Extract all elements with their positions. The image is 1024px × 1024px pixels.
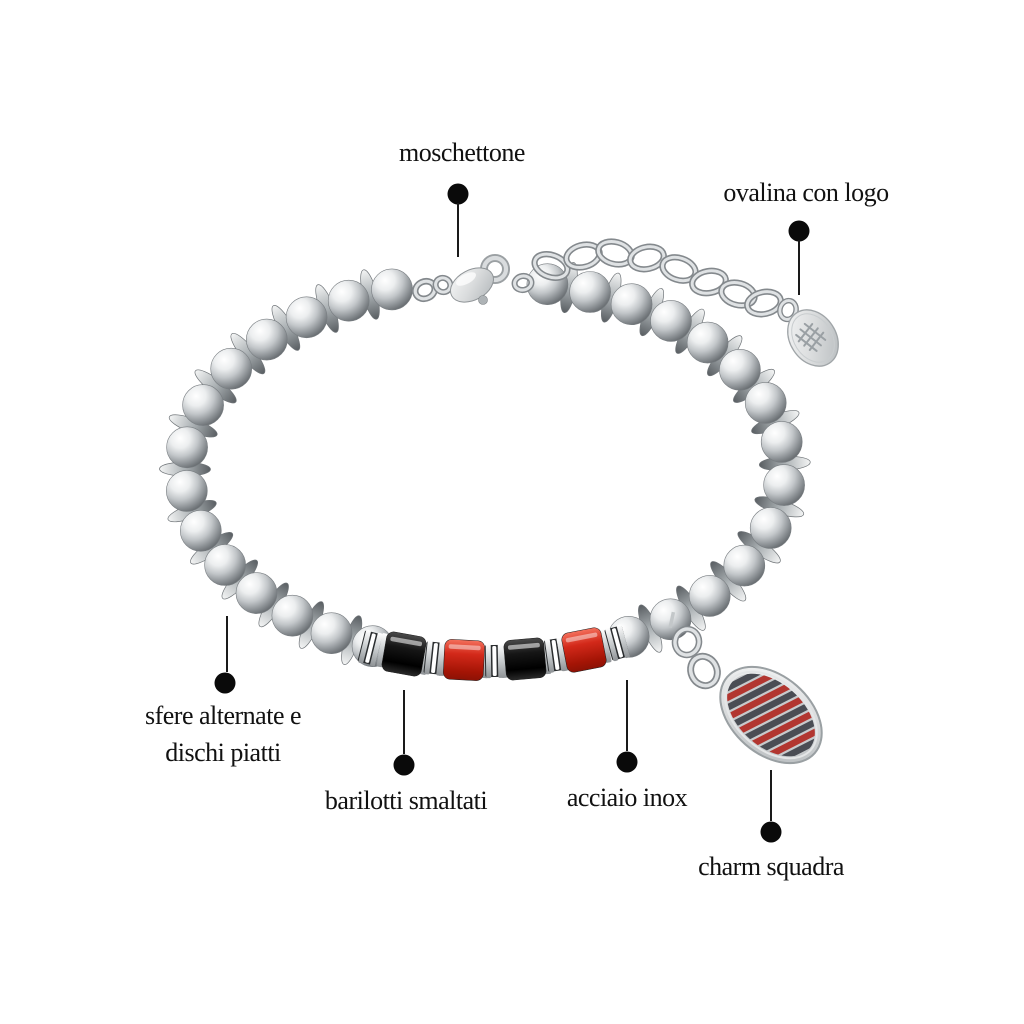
annotation-dot-moschettone bbox=[447, 183, 469, 205]
annotation-dot-charm bbox=[760, 821, 782, 843]
annotation-label-sfere-line1: sfere alternate e bbox=[144, 701, 302, 730]
steel-bead bbox=[235, 572, 278, 614]
clasp-body bbox=[450, 267, 494, 303]
steel-bead bbox=[526, 263, 569, 306]
annotation-leader-charm bbox=[770, 770, 772, 821]
steel-bead bbox=[166, 470, 208, 512]
steel-bead bbox=[760, 421, 803, 463]
steel-bead bbox=[371, 268, 413, 311]
annotation-leader-sfere bbox=[226, 616, 228, 672]
steel-bead bbox=[686, 321, 729, 364]
logo-tag bbox=[777, 297, 839, 367]
steel-bead bbox=[166, 426, 208, 469]
steel-bead bbox=[688, 575, 731, 617]
annotation-leader-barilotti bbox=[403, 690, 405, 754]
annotation-dot-sfere bbox=[214, 672, 236, 694]
clasp-lever bbox=[478, 295, 488, 305]
annotation-label-charm: charm squadra bbox=[698, 852, 844, 881]
enamel-barrels bbox=[357, 624, 630, 681]
annotation-label-sfere-line2: dischi piatti bbox=[165, 738, 281, 767]
enamel-barrel-black bbox=[498, 637, 552, 681]
annotation-label-moschettone: moschettone bbox=[399, 138, 525, 167]
steel-bead bbox=[719, 348, 761, 391]
steel-bead bbox=[180, 509, 222, 552]
steel-bead bbox=[610, 283, 653, 326]
steel-bead bbox=[744, 382, 787, 424]
steel-bead bbox=[310, 612, 353, 655]
steel-spacer-ring bbox=[604, 624, 630, 662]
steel-bead bbox=[723, 544, 766, 587]
extension-chain bbox=[531, 238, 784, 318]
steel-bead bbox=[285, 296, 328, 339]
enamel-barrel-red bbox=[438, 639, 490, 681]
bead-strand bbox=[159, 262, 811, 668]
steel-bead bbox=[749, 507, 792, 549]
steel-bead bbox=[245, 318, 288, 361]
enamel-barrel-red bbox=[556, 627, 612, 673]
annotation-leader-acciaio bbox=[626, 680, 628, 751]
annotation-label-acciaio: acciaio inox bbox=[566, 783, 688, 812]
steel-bead bbox=[204, 544, 246, 586]
steel-bead bbox=[650, 300, 692, 342]
steel-bead bbox=[182, 384, 224, 426]
steel-bead bbox=[763, 464, 805, 506]
team-charm bbox=[668, 611, 831, 773]
annotation-label-ovalina: ovalina con logo bbox=[723, 178, 889, 207]
annotation-dot-barilotti bbox=[393, 754, 415, 776]
annotation-dot-acciaio bbox=[616, 751, 638, 773]
steel-bead bbox=[271, 594, 314, 637]
enamel-barrel-black bbox=[376, 631, 432, 677]
steel-bead bbox=[569, 271, 611, 313]
annotation-leader-ovalina bbox=[798, 240, 800, 295]
brand-logo-hash bbox=[795, 322, 827, 352]
steel-bead bbox=[210, 347, 252, 390]
annotation-dot-ovalina bbox=[788, 220, 810, 242]
lobster-clasp bbox=[412, 254, 535, 305]
annotation-label-barilotti: barilotti smaltati bbox=[324, 786, 488, 815]
annotation-leader-moschettone bbox=[457, 203, 459, 257]
steel-spacer-ring bbox=[357, 629, 383, 667]
steel-bead bbox=[327, 279, 370, 322]
